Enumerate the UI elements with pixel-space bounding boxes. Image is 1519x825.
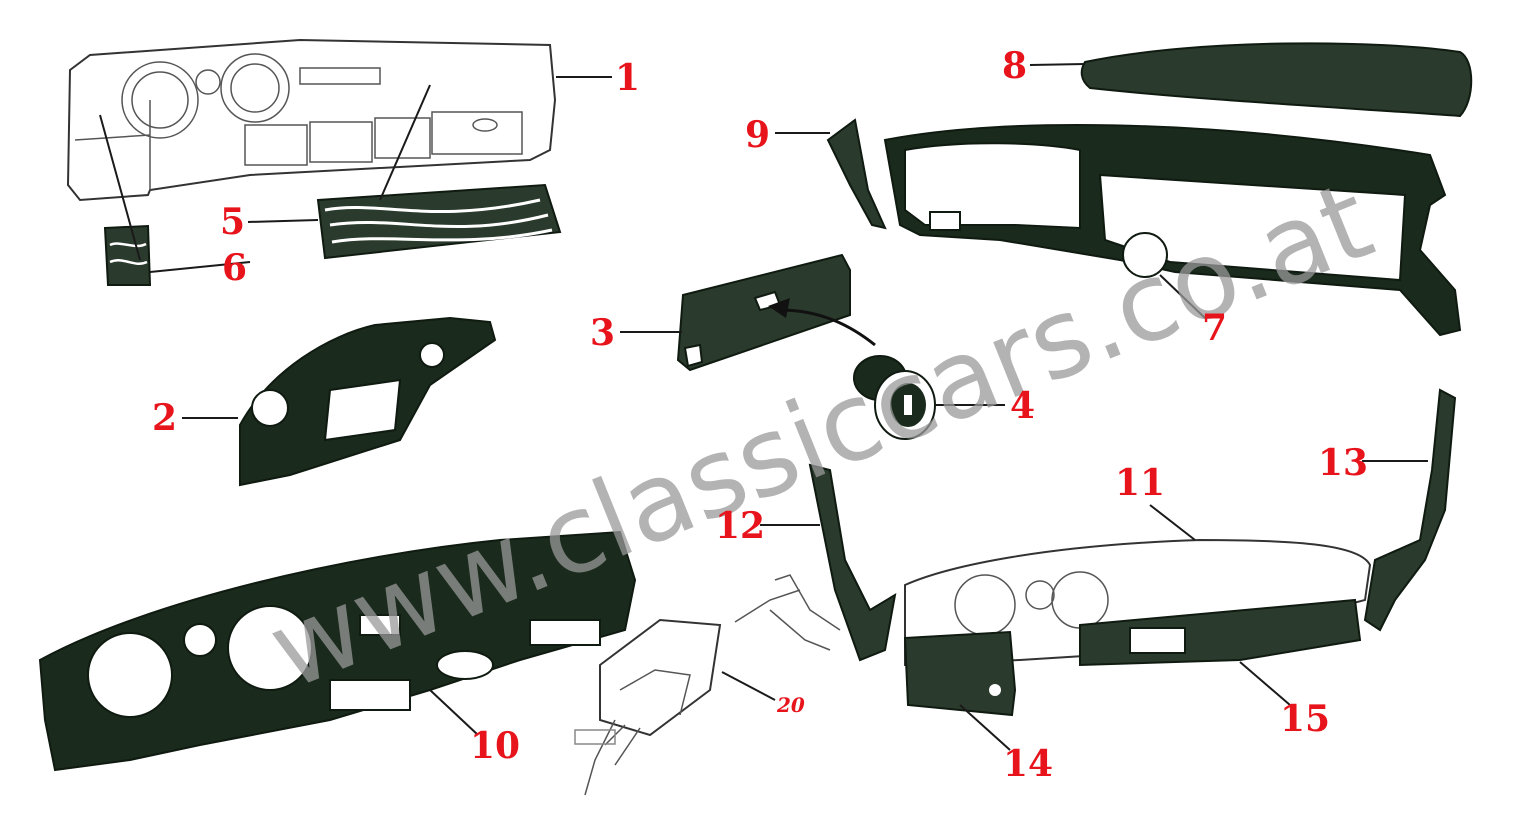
part-14-lower-panel-left (903, 630, 1017, 717)
part-11-dashboard-top (904, 538, 1372, 667)
part-5-wood-trim-large (316, 183, 562, 260)
label-15: 15 (1280, 698, 1330, 740)
part-6-wood-trim-small (103, 224, 152, 286)
label-4: 4 (1010, 385, 1035, 427)
label-1: 1 (615, 57, 640, 99)
label-14: 14 (1003, 743, 1053, 785)
label-8: 8 (1002, 45, 1027, 87)
part-20-switch-assembly (574, 574, 841, 796)
label-11: 11 (1115, 462, 1165, 504)
label-3: 3 (590, 312, 615, 354)
part-8-dash-top-pad (1080, 42, 1473, 118)
part-3-glovebox-lid (676, 253, 851, 372)
part-7-dashboard-assembly (883, 124, 1462, 337)
part-15-lower-panel-right (1079, 598, 1362, 667)
label-6: 6 (222, 247, 247, 289)
part-13-side-trim-right (1363, 388, 1457, 632)
part-2-center-console (239, 316, 497, 487)
part-9-side-trim (826, 118, 887, 230)
part-number-labels: 1 2 3 4 5 6 7 8 9 10 11 12 13 14 15 20 (152, 45, 1368, 785)
label-9: 9 (745, 114, 770, 156)
label-2: 2 (152, 397, 177, 439)
label-7: 7 (1202, 307, 1227, 349)
label-10: 10 (470, 725, 520, 767)
part-4-glovebox-lock (853, 355, 936, 440)
part-1-dashboard-outline (66, 38, 557, 202)
label-5: 5 (220, 201, 245, 243)
part-10-dashboard-frame (38, 530, 637, 772)
label-13: 13 (1318, 442, 1368, 484)
label-12: 12 (715, 505, 765, 547)
label-20: 20 (776, 693, 805, 717)
part-12-side-trim-left (808, 463, 897, 662)
